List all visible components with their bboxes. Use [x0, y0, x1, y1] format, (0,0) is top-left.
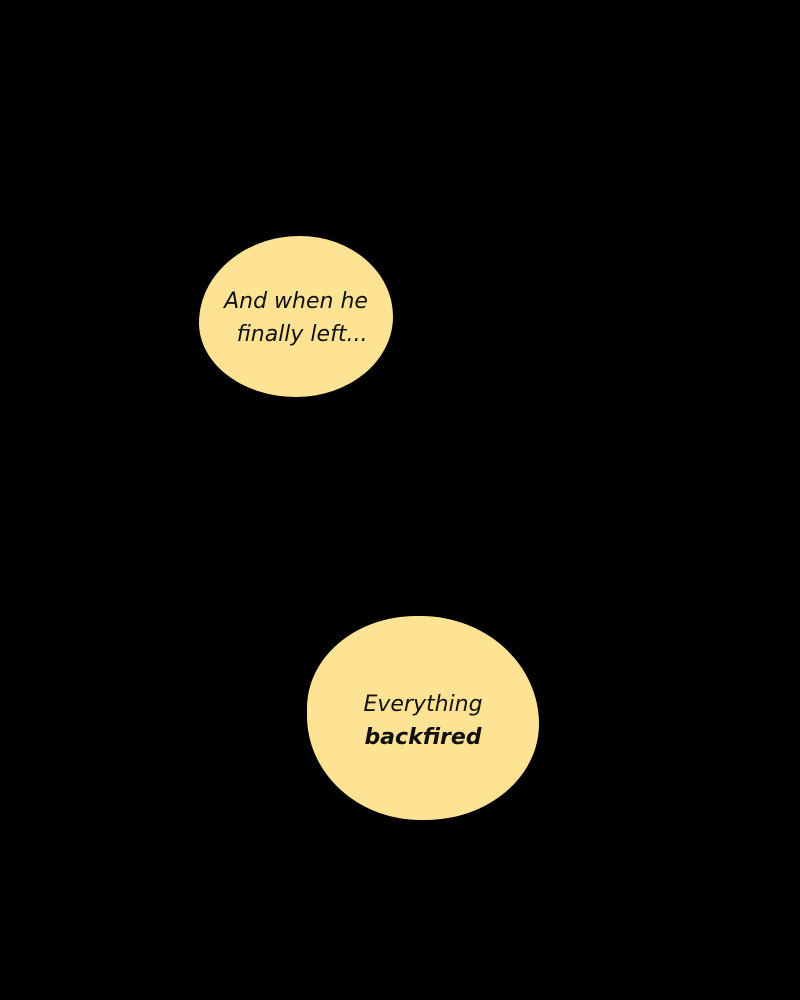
speech-bubble-1: And when he finally left... [199, 236, 393, 397]
speech-bubble-2: Everything backfired [307, 616, 539, 820]
bubble-2-line-2-emphasis: backfired [364, 725, 482, 750]
bubble-2-line-1: Everything [363, 692, 483, 717]
bubble-1-line-2: finally left... [236, 321, 368, 347]
bubble-1-line-1: And when he [224, 288, 368, 314]
